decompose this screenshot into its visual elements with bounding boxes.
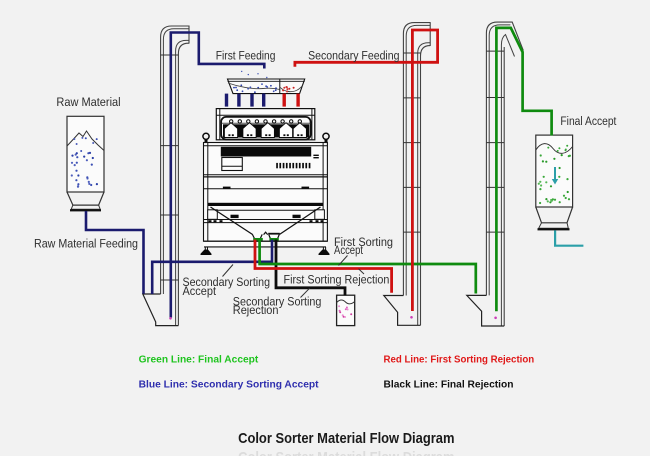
svg-text:Raw Material Feeding: Raw Material Feeding <box>34 236 138 250</box>
svg-text:Raw Material: Raw Material <box>56 95 120 109</box>
svg-text:Green Line: Final Accept: Green Line: Final Accept <box>139 355 259 366</box>
svg-text:Secondary Sorting: Secondary Sorting <box>233 295 322 309</box>
svg-text:Blue Line: Secondary Sorting A: Blue Line: Secondary Sorting Accept <box>139 380 320 391</box>
svg-text:Color Sorter Material Flow Dia: Color Sorter Material Flow Diagram <box>238 449 454 456</box>
svg-text:Black Line: Final Rejection: Black Line: Final Rejection <box>384 380 514 391</box>
svg-text:Final Accept: Final Accept <box>560 114 617 128</box>
svg-text:Red Line: First Sorting Reject: Red Line: First Sorting Rejection <box>384 355 535 366</box>
svg-text:Rejection: Rejection <box>233 303 279 317</box>
svg-text:Secondary Sorting: Secondary Sorting <box>183 275 271 289</box>
svg-text:Accept: Accept <box>183 284 217 298</box>
svg-text:First Sorting Rejection: First Sorting Rejection <box>284 273 390 287</box>
svg-text:First Feeding: First Feeding <box>216 49 276 63</box>
svg-text:Secondary Feeding: Secondary Feeding <box>308 49 399 63</box>
svg-text:Accept: Accept <box>334 243 363 257</box>
svg-text:First Sorting: First Sorting <box>334 235 393 249</box>
svg-text:Color Sorter Material Flow Dia: Color Sorter Material Flow Diagram <box>238 430 454 447</box>
